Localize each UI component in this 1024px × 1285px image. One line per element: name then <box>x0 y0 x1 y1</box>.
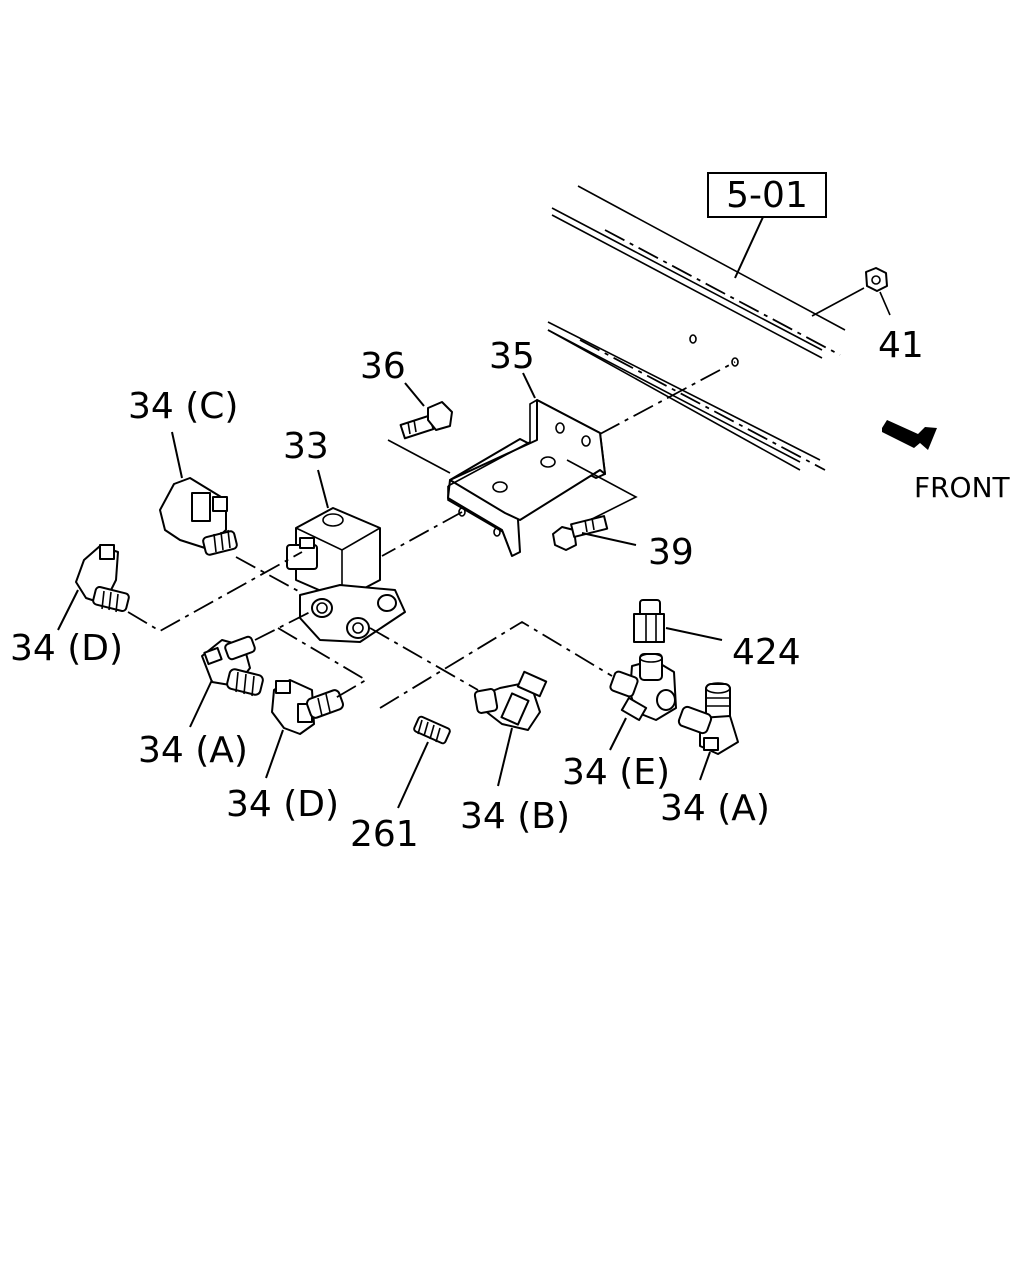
callout-35: 35 <box>489 336 535 377</box>
nut-41: 41 <box>811 267 924 366</box>
callout-424: 424 <box>732 632 801 673</box>
callout-34d-bottom: 34 (D) <box>226 784 339 825</box>
connector-424: 424 <box>633 599 801 673</box>
callout-33: 33 <box>283 426 329 467</box>
bolt-36: 36 <box>360 346 453 474</box>
callout-34e: 34 (E) <box>562 752 670 793</box>
callout-261: 261 <box>350 814 419 855</box>
callout-34a-right: 34 (A) <box>660 788 770 829</box>
reference-box: 5-01 <box>707 172 827 279</box>
callout-34c: 34 (C) <box>128 386 238 427</box>
fitting-34a-right: 34 (A) <box>660 682 770 829</box>
mount-line-upper <box>599 361 736 435</box>
callout-34b: 34 (B) <box>460 796 570 837</box>
fitting-34e: 34 (E) <box>562 653 677 793</box>
fitting-34d-bottom: 34 (D) <box>226 679 344 825</box>
connect-line-34b <box>369 627 479 691</box>
connect-line-34d <box>127 551 303 633</box>
connect-line-261 <box>379 620 613 709</box>
valve-33: 33 <box>283 426 406 643</box>
reference-box-label: 5-01 <box>726 175 808 216</box>
plug-261: 261 <box>350 715 451 855</box>
front-arrow-icon <box>882 420 937 450</box>
callout-39: 39 <box>648 532 694 573</box>
fitting-34a-left: 34 (A) <box>138 635 264 771</box>
callout-34a-left: 34 (A) <box>138 730 248 771</box>
frame-rail <box>547 185 846 471</box>
callout-36: 36 <box>360 346 406 387</box>
callout-41: 41 <box>878 325 924 366</box>
front-label: FRONT <box>914 471 1011 504</box>
fitting-34d-left: 34 (D) <box>10 544 130 669</box>
bracket-35: 35 <box>447 336 606 557</box>
fitting-34c: 34 (C) <box>128 386 238 556</box>
mount-line-lower <box>381 511 463 557</box>
front-direction: FRONT <box>882 420 1011 504</box>
fitting-34b: 34 (B) <box>460 670 570 837</box>
bolt-39: 39 <box>552 459 694 573</box>
callout-34d-left: 34 (D) <box>10 628 123 669</box>
connect-line-34a <box>254 611 311 641</box>
connect-line-34d-bottom <box>277 627 368 701</box>
connect-line-34c <box>235 556 301 593</box>
